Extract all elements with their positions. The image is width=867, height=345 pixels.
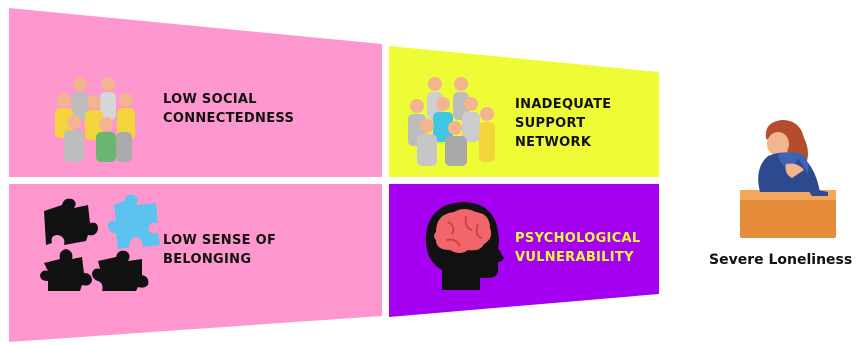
panel-low-sense-of-belonging bbox=[9, 184, 382, 342]
label-inadequate-support-network: INADEQUATE SUPPORT NETWORK bbox=[515, 97, 612, 150]
sitting-person-icon bbox=[740, 120, 836, 238]
head-brain-icon bbox=[425, 202, 504, 290]
group-of-people-icon bbox=[55, 77, 135, 162]
group-of-people-icon bbox=[408, 77, 495, 166]
label-low-social-connectedness: LOW SOCIAL CONNECTEDNESS bbox=[163, 92, 295, 126]
puzzle-pieces-icon bbox=[40, 194, 160, 291]
label-psychological-vulnerability: PSYCHOLOGICAL VULNERABILITY bbox=[515, 231, 641, 265]
outcome-label: Severe Loneliness bbox=[709, 252, 853, 268]
label-low-sense-of-belonging: LOW SENSE OF BELONGING bbox=[163, 233, 277, 267]
